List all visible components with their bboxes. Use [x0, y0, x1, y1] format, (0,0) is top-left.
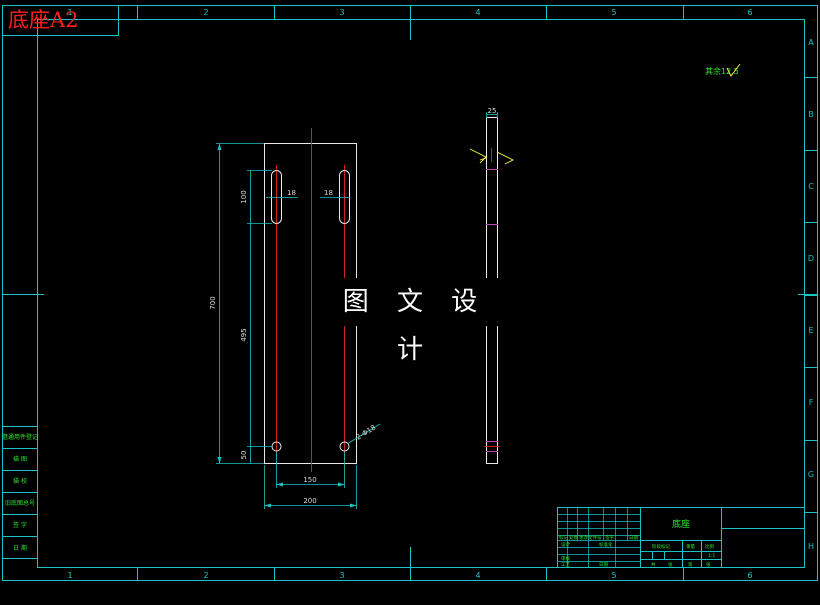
row-label: C [808, 182, 814, 191]
row-label: D [808, 254, 814, 263]
row-labels: A B C D E F G H [808, 38, 814, 551]
tb-header: 处数 [569, 534, 578, 541]
column-labels-top: 1 2 3 4 5 6 [67, 8, 752, 17]
tb-row: 标准化 [599, 541, 613, 548]
tb-stage: 阶段标记 [652, 543, 670, 550]
row-label: H [808, 542, 814, 551]
col-label: 4 [475, 571, 480, 580]
column-labels-bottom: 1 2 3 4 5 6 [67, 571, 752, 580]
tb-scale-value: 1:1 [708, 553, 715, 559]
dim-middle-length: 495 [240, 328, 248, 341]
tb-row: 工艺 [561, 562, 570, 568]
part-name: 底座 [672, 518, 690, 530]
tb-sheet-suffix: 张 [706, 561, 711, 568]
row-label: F [809, 398, 814, 407]
tb-sheet: 第 [688, 561, 693, 568]
side-table-label: 旧底图总号 [5, 499, 35, 507]
dim-overall-width: 200 [303, 497, 316, 505]
tb-header: 日期 [629, 535, 638, 541]
side-table-label: 借通用件登记 [2, 433, 38, 441]
col-label: 6 [747, 571, 752, 580]
col-label: 6 [747, 8, 752, 17]
watermark: 图 文 设 计 [331, 278, 499, 365]
col-label: 2 [203, 8, 208, 17]
tb-scale-label: 比例 [705, 543, 714, 550]
tb-weight: 重量 [686, 543, 695, 550]
col-label: 5 [611, 8, 616, 17]
tb-header: 签字 [605, 534, 614, 541]
row-label: E [808, 326, 813, 335]
col-label: 1 [67, 571, 72, 580]
tb-row: 日期 [599, 562, 608, 568]
dim-thickness: 25 [488, 107, 497, 115]
side-table: 借通用件登记 描 图 描 校 旧底图总号 签 字 日 期 [2, 426, 38, 559]
dim-slot-length: 100 [240, 190, 248, 203]
dim-slot-width-right: 18 [324, 189, 333, 197]
tb-row: 设计 [561, 541, 570, 548]
surface-note: 其余12.5 [705, 66, 739, 76]
tb-sheet-total: 共 [651, 561, 656, 568]
left-slot [271, 170, 282, 224]
col-label: 1 [67, 8, 72, 17]
tb-header: 更改文件号 [579, 534, 602, 541]
dim-hole-spacing: 150 [303, 476, 316, 484]
drawing-title: 底座A2 [8, 8, 79, 32]
tb-header: 标记 [559, 534, 568, 541]
dim-slot-width-left: 18 [287, 189, 296, 197]
title-block: 标记 处数 更改文件号 签字 日期 设计 标准化 审核 工艺 日期 阶段标记 重… [557, 507, 805, 568]
side-table-label: 描 图 [13, 455, 27, 463]
roughness-symbol [726, 63, 741, 77]
side-table-label: 签 字 [13, 521, 27, 529]
right-hole [339, 441, 350, 452]
col-label: 4 [475, 8, 480, 17]
side-table-label: 日 期 [13, 544, 27, 552]
col-label: 3 [339, 571, 344, 580]
right-slot [339, 170, 350, 224]
tb-sheet-total-suffix: 张 [668, 561, 673, 568]
dim-overall-height: 700 [209, 296, 217, 309]
col-label: 3 [339, 8, 344, 17]
row-label: B [808, 110, 814, 119]
col-label: 5 [611, 571, 616, 580]
side-table-label: 描 校 [13, 477, 27, 485]
dim-bottom-offset: 50 [240, 451, 248, 460]
col-label: 2 [203, 571, 208, 580]
tb-row: 审核 [561, 555, 570, 562]
inner-frame [37, 19, 805, 568]
row-label: G [808, 470, 814, 479]
row-label: A [808, 38, 814, 47]
